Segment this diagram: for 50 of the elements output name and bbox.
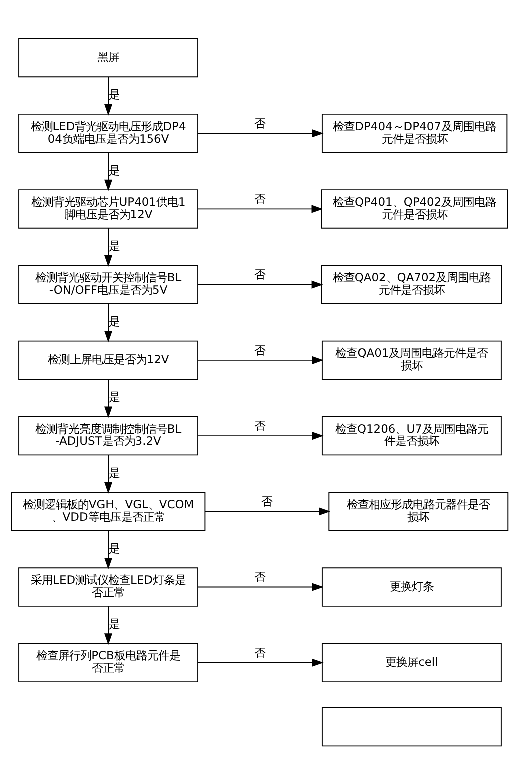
edge-label: 否	[254, 342, 266, 357]
arrow	[104, 454, 113, 494]
edge-label: 是	[109, 162, 120, 177]
edge-label: 是	[109, 616, 120, 631]
node-box: 检查QA01及周围电路元件是否损坏	[322, 340, 502, 380]
node-box: 检查DP404～DP407及周围电路元件是否损坏	[322, 113, 508, 153]
arrow	[198, 129, 324, 138]
edge-label: 否	[254, 192, 266, 206]
node-box: 检查QA02、QA702及周围电路元件是否损坏	[322, 264, 502, 304]
edge-label: 是	[109, 465, 120, 480]
arrow	[104, 378, 113, 418]
node-box	[322, 706, 502, 746]
node-box: 检测背光驱动芯片UP401供电1脚电压是否为12V	[18, 189, 198, 228]
edge-label: 是	[109, 87, 120, 102]
node-box: 检测背光亮度调制控制信号BL-ADJUST是否为3.2V	[18, 416, 198, 456]
arrow	[198, 432, 324, 440]
node-box: 检测LED背光驱动电压形成DP404负端电压是否为156V	[18, 113, 198, 153]
node-box: 黑屏	[18, 38, 198, 78]
edge-label: 否	[254, 645, 266, 660]
edge-label: 否	[254, 418, 266, 432]
node-box: 采用LED测试仪检查LED灯条是否正常	[18, 567, 198, 606]
arrow	[104, 530, 113, 570]
arrow	[104, 303, 113, 342]
arrow	[104, 227, 113, 267]
arrow	[198, 582, 324, 591]
edge-label: 是	[109, 390, 120, 404]
edge-label: 否	[254, 116, 266, 130]
edge-label: 是	[109, 238, 120, 252]
node-box: 检查Q1206、U7及周围电路元件是否损坏	[322, 416, 502, 456]
arrow	[104, 76, 113, 116]
edge-label: 否	[262, 494, 273, 508]
node-box: 检测逻辑板的VGH、VGL、VCOM、VDD等电压是否正常	[11, 492, 206, 531]
node-box: 检查QP401、QP402及周围电路元件是否损坏	[322, 189, 508, 228]
node-box: 检查屏行列PCB板电路元件是否正常	[18, 642, 198, 682]
edge-label: 是	[109, 314, 120, 328]
node-box: 检测上屏电压是否为12V	[18, 340, 198, 380]
arrow	[198, 280, 324, 288]
arrow	[198, 204, 324, 213]
node-box: 更换屏cell	[322, 642, 502, 682]
edge-label: 是	[109, 540, 120, 555]
node-box: 检测背光驱动开关控制信号BL-ON/OFF电压是否为5V	[18, 264, 198, 304]
arrow	[198, 356, 324, 364]
arrow	[204, 507, 331, 516]
arrow	[198, 658, 324, 666]
edge-label: 否	[254, 267, 266, 282]
node-box: 更换灯条	[322, 567, 502, 606]
node-box: 检查相应形成电路元器件是否损坏	[328, 492, 509, 531]
arrow	[104, 605, 113, 645]
edge-label: 否	[254, 570, 266, 584]
arrow	[104, 152, 113, 191]
